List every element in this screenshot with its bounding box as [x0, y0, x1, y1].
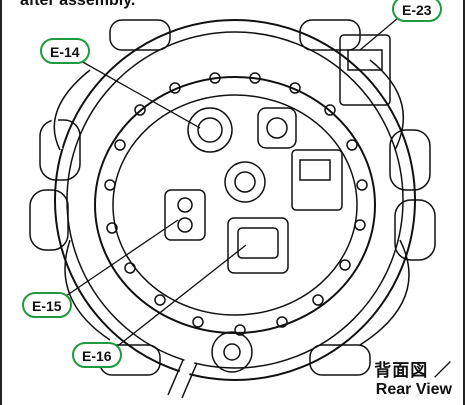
callout-e16: E-16 — [72, 342, 122, 368]
callout-e14: E-14 — [40, 38, 90, 64]
callout-e15: E-15 — [22, 292, 72, 318]
header-text: after assembly. — [18, 0, 138, 10]
view-label-jp: 背面図 ／ — [374, 361, 452, 380]
view-label-en: Rear View — [375, 381, 452, 398]
view-label: 背面図 ／ Rear View — [371, 356, 455, 399]
right-frame-line — [463, 0, 465, 405]
leader-lines — [59, 17, 399, 353]
callout-e23: E-23 — [392, 0, 442, 22]
left-frame-line — [0, 0, 2, 405]
